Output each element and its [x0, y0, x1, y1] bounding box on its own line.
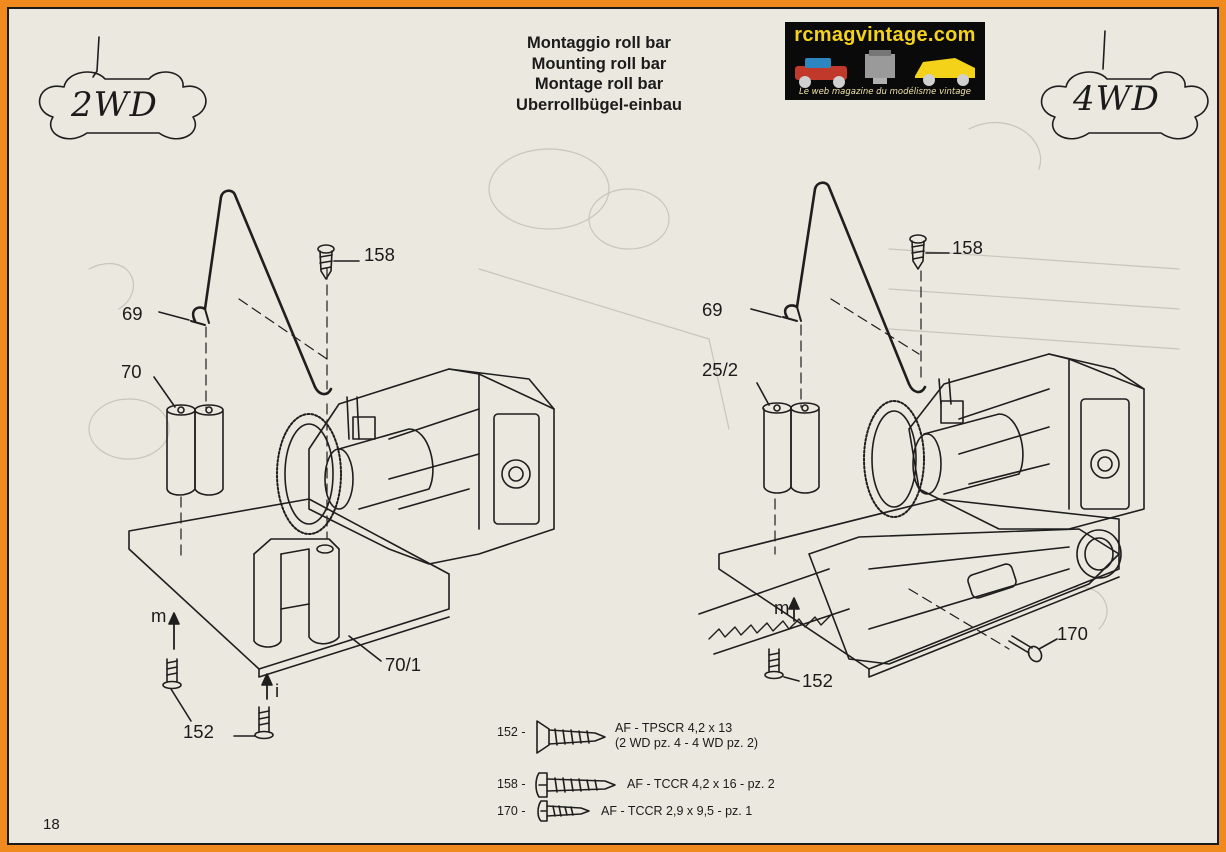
right-post-25-2: [762, 402, 820, 494]
left-screw-152-b: [254, 706, 274, 740]
right-roll-bar-69: [783, 181, 927, 394]
badge-4wd-label: 4WD: [1073, 79, 1160, 119]
manual-page: Montaggio roll bar Mounting roll bar Mon…: [7, 7, 1219, 845]
countersunk-screw-icon: [536, 720, 606, 754]
right-gearbox: [908, 353, 1145, 530]
rcmagvintage-watermark: rcmagvintage.com Le web magazine du modé…: [785, 22, 985, 100]
show-through-marks: [88, 121, 1180, 630]
left-chassis-plate: [128, 498, 450, 670]
right-screw-158: [909, 234, 927, 270]
right-assembly: [698, 181, 1145, 682]
heading-german: Uberrollbügel-einbau: [516, 95, 682, 114]
left-screw-158: [317, 244, 335, 280]
right-label-25-2: 25/2: [702, 359, 739, 380]
watermark-subtitle: Le web magazine du modélisme vintage: [798, 87, 972, 97]
legend-code-170: 170 -: [497, 804, 526, 818]
left-marker-m: m: [151, 605, 167, 626]
right-marker-m: m: [774, 597, 790, 618]
left-roll-bar-69: [191, 189, 333, 396]
page-heading: Montaggio roll bar Mounting roll bar Mon…: [479, 33, 719, 115]
right-screw-152: [764, 648, 784, 680]
left-label-152: 152: [183, 721, 214, 742]
legend-desc-152-line2: (2 WD pz. 4 - 4 WD pz. 2): [615, 736, 759, 750]
assembly-drawing: [38, 30, 1209, 822]
left-label-70: 70: [121, 361, 142, 382]
badge-2wd-label: 2WD: [71, 85, 158, 125]
left-screw-152-a: [162, 658, 182, 690]
left-label-158: 158: [364, 244, 395, 265]
left-gearbox: [308, 368, 555, 565]
right-label-158: 158: [952, 237, 983, 258]
right-screw-170: [1008, 635, 1043, 663]
right-label-69: 69: [702, 299, 723, 320]
right-label-152: 152: [802, 670, 833, 691]
watermark-title: rcmagvintage.com: [794, 24, 976, 46]
heading-french: Montage roll bar: [534, 75, 664, 93]
right-toothed-belt: [698, 568, 850, 655]
left-post-70: [166, 404, 224, 496]
legend-code-152: 152 -: [497, 725, 526, 739]
legend-desc-158: AF - TCCR 4,2 x 16 - pz. 2: [627, 777, 775, 791]
watermark-cars-icon: [795, 50, 975, 88]
left-label-69: 69: [122, 303, 143, 324]
legend-code-158: 158 -: [497, 777, 526, 791]
left-bracket-70-1: [253, 538, 340, 648]
cheese-head-screw-icon: [535, 772, 616, 798]
small-screw-icon: [537, 800, 590, 822]
left-assembly: [128, 189, 555, 740]
legend-icons: [535, 720, 616, 822]
legend-desc-170: AF - TCCR 2,9 x 9,5 - pz. 1: [601, 804, 753, 818]
heading-english: Mounting roll bar: [531, 54, 667, 73]
left-marker-i: i: [275, 680, 280, 701]
legend-desc-152-line1: AF - TPSCR 4,2 x 13: [615, 721, 733, 735]
heading-italian: Montaggio roll bar: [527, 34, 671, 52]
right-label-170: 170: [1057, 623, 1088, 644]
badge-2wd-shape: [38, 36, 207, 140]
page-number: 18: [43, 816, 60, 833]
badge-4wd-shape: [1040, 30, 1209, 140]
left-label-70-1: 70/1: [385, 654, 422, 675]
